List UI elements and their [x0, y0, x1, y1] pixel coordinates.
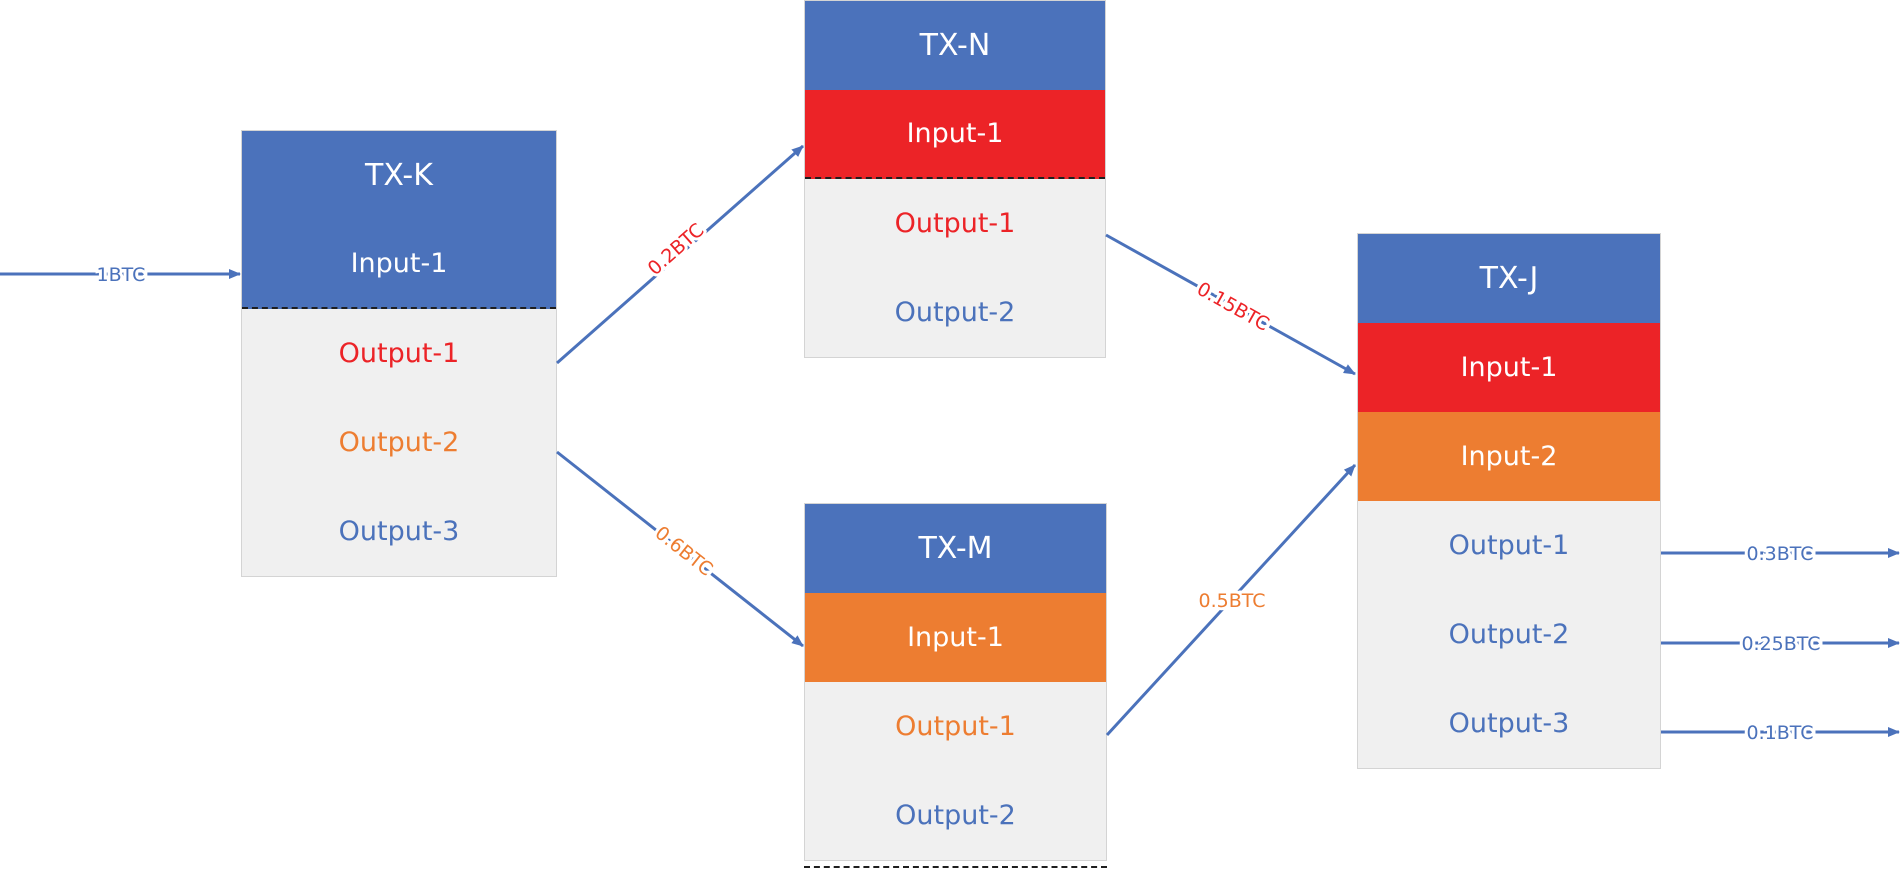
- tx-n-box: TX-N Input-1 Output-1 Output-2: [804, 0, 1106, 358]
- tx-m-box: TX-M Input-1 Output-1 Output-2: [804, 503, 1107, 861]
- tx-m-dashed-divider: [804, 866, 1107, 868]
- tx-n-input-1: Input-1: [805, 90, 1105, 179]
- tx-k-output-3: Output-3: [338, 516, 460, 547]
- tx-k-input-1: Input-1: [242, 220, 556, 309]
- label-j-out-3: 0.1BTC: [1746, 722, 1813, 744]
- tx-j-input-2: Input-2: [1358, 412, 1660, 501]
- tx-j-title: TX-J: [1358, 234, 1660, 323]
- label-k-to-n: 0.2BTC: [644, 219, 709, 280]
- tx-j-output-1: Output-1: [1448, 530, 1570, 561]
- tx-k-title: TX-K: [242, 131, 556, 220]
- label-m-to-j: 0.5BTC: [1198, 590, 1265, 612]
- tx-n-output-1: Output-1: [894, 208, 1016, 239]
- tx-n-title: TX-N: [805, 1, 1105, 90]
- label-k-to-m: 0.6BTC: [651, 522, 717, 581]
- tx-n-output-2: Output-2: [894, 297, 1016, 328]
- arrow-n-to-j: [1105, 233, 1356, 376]
- tx-k-output-2: Output-2: [338, 427, 460, 458]
- label-j-out-1: 0.3BTC: [1746, 543, 1813, 565]
- arrow-m-to-j: [1105, 463, 1357, 737]
- tx-m-output-1: Output-1: [895, 711, 1016, 742]
- tx-m-title: TX-M: [805, 504, 1106, 593]
- tx-j-output-2: Output-2: [1448, 619, 1570, 650]
- label-j-out-2: 0.25BTC: [1741, 633, 1820, 655]
- tx-j-input-1: Input-1: [1358, 323, 1660, 412]
- tx-k-output-1: Output-1: [338, 338, 460, 369]
- tx-k-box: TX-K Input-1 Output-1 Output-2 Output-3: [241, 130, 557, 577]
- label-incoming: 1BTC: [97, 264, 146, 286]
- arrow-k-to-m: [556, 450, 804, 648]
- tx-j-box: TX-J Input-1 Input-2 Output-1 Output-2 O…: [1357, 233, 1661, 769]
- tx-m-input-1: Input-1: [805, 593, 1106, 682]
- tx-m-output-2: Output-2: [895, 800, 1016, 831]
- arrow-k-to-n: [556, 144, 804, 365]
- tx-j-output-3: Output-3: [1448, 708, 1570, 739]
- label-n-to-j: 0.15BTC: [1193, 278, 1273, 336]
